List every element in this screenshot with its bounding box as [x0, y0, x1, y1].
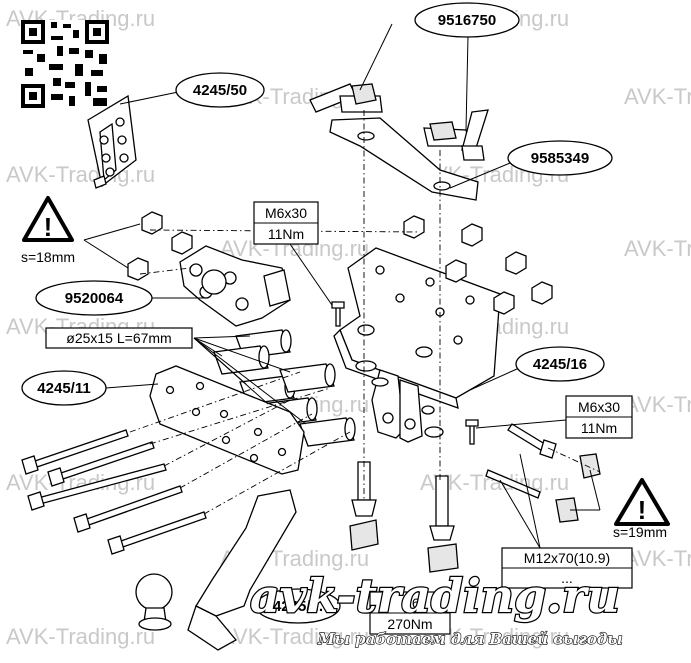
bolt-size: M12x70(10.9)	[524, 550, 610, 566]
spec-box-m12: M12x70(10.9) ...	[501, 547, 633, 589]
warning-right: ! s=19mm	[613, 478, 670, 540]
right-bolt-group	[485, 423, 601, 523]
warning-triangle-icon	[614, 478, 670, 526]
center-bolts	[349, 461, 459, 573]
qr-code	[21, 20, 109, 108]
small-bolts	[331, 301, 479, 445]
svg-text:!: !	[44, 212, 53, 242]
side-bracket-9520064	[179, 245, 291, 327]
part-number: 4245/50	[193, 82, 247, 99]
spec-box-center: ...6 270Nm	[369, 591, 451, 635]
assembly-center-lines	[129, 110, 601, 515]
spacer-spec: ø25x15 L=67mm	[66, 330, 171, 346]
torque-value: 270Nm	[387, 616, 432, 632]
label-ball-arm: 4245/...	[255, 588, 341, 624]
watermark: AVK-Trading.ru	[624, 84, 691, 109]
part-number: 9520064	[65, 290, 124, 307]
warning-triangle-icon	[22, 196, 74, 242]
label-9516750: 9516750	[414, 2, 520, 38]
bolt-size: M6x30	[265, 205, 307, 221]
part-number: 4245/...	[273, 598, 323, 615]
leader-lines	[83, 23, 601, 549]
spec-box-m6-right: M6x30 11Nm	[565, 395, 633, 439]
label-9585349: 9585349	[507, 140, 613, 176]
part-number: 9585349	[531, 150, 589, 167]
label-4245-50: 4245/50	[175, 72, 265, 108]
long-bolts	[21, 429, 207, 555]
watermark: AVK-Trading.ru	[6, 624, 155, 649]
wrench-size: s=19mm	[613, 524, 667, 540]
part-number: 9516750	[438, 12, 496, 29]
torque-value: 11Nm	[268, 226, 304, 242]
part-number: 4245/16	[533, 356, 587, 373]
watermark: AVK-Trading.ru	[624, 236, 691, 261]
plate-4245-11	[149, 365, 305, 475]
wrench-size: s=18mm	[21, 249, 75, 265]
spec-box-spacer: ø25x15 L=67mm	[45, 327, 193, 349]
brand-logo: avk-trading.ru	[250, 569, 620, 623]
watermark: AVK-Trading.ru	[624, 392, 691, 417]
main-bracket-4245-16	[333, 247, 501, 443]
nuts-group	[127, 211, 553, 438]
warning-left: ! s=18mm	[21, 196, 75, 265]
watermark: AVK-Trading.ru	[220, 624, 369, 649]
part-number: 4245/11	[37, 380, 90, 397]
inset-bracket-4245-50	[87, 94, 137, 189]
watermark: AVK-Trading.ru	[624, 546, 691, 571]
torque-value: ...	[561, 570, 573, 586]
brand-slogan: Мы работаем для Вашей выгоды	[317, 630, 623, 648]
watermark: AVK-Trading.ru	[6, 162, 155, 187]
label-4245-16: 4245/16	[515, 346, 605, 382]
svg-text:!: !	[638, 495, 647, 525]
torque-value: 11Nm	[581, 420, 617, 436]
bolt-size: M6x30	[578, 399, 620, 415]
label-9520064: 9520064	[35, 280, 153, 316]
tow-ball-arm	[135, 489, 297, 651]
bolt-size: ...6	[400, 595, 420, 611]
spec-box-m6-top: M6x30 11Nm	[253, 201, 319, 245]
label-4245-11: 4245/11	[21, 370, 107, 406]
top-clamp-plates	[309, 83, 489, 201]
brand-overlay: avk-trading.ru Мы работаем для Вашей выг…	[249, 568, 623, 649]
